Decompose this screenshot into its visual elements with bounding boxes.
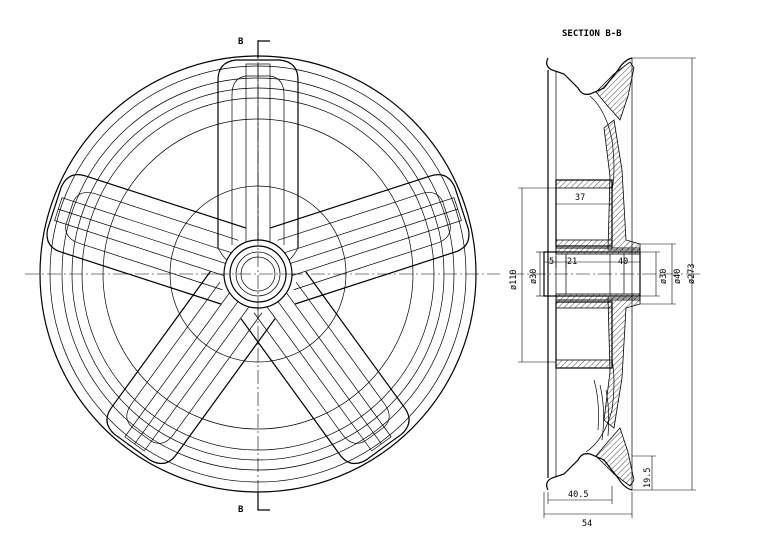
dim-len21: 21: [567, 257, 577, 267]
dim-d110: ø110: [509, 270, 519, 290]
rim-bottom-profile: [546, 453, 633, 491]
dim-len54: 54: [582, 519, 592, 529]
wheel-front-view: B B: [25, 37, 500, 515]
dim-len40: 40: [618, 257, 628, 267]
spoke: [270, 174, 470, 305]
wheel-section-view: SECTION B-B: [509, 29, 700, 529]
section-marker-top: B: [238, 37, 244, 47]
dim-len40-5: 40.5: [568, 490, 588, 500]
section-cut-line-top: [257, 40, 270, 58]
rim-top-profile: [546, 57, 633, 95]
section-title: SECTION B-B: [562, 29, 622, 39]
section-marker-bottom: B: [238, 505, 244, 515]
dim-d30-left: ø30: [529, 269, 539, 284]
dim-d273: ø273: [687, 264, 697, 284]
section-cut-line-bottom: [257, 492, 270, 511]
dim-len19-5: 19.5: [643, 468, 653, 488]
bearing-housing-upper: [555, 179, 613, 247]
dim-len37: 37: [575, 193, 585, 203]
dim-d30-right: ø30: [659, 269, 669, 284]
hub-circle-3: [235, 251, 281, 297]
spoke: [46, 174, 246, 305]
dim-d40: ø40: [673, 269, 683, 284]
bearing-housing-lower: [555, 301, 613, 369]
dim-len5: 5: [549, 257, 554, 267]
